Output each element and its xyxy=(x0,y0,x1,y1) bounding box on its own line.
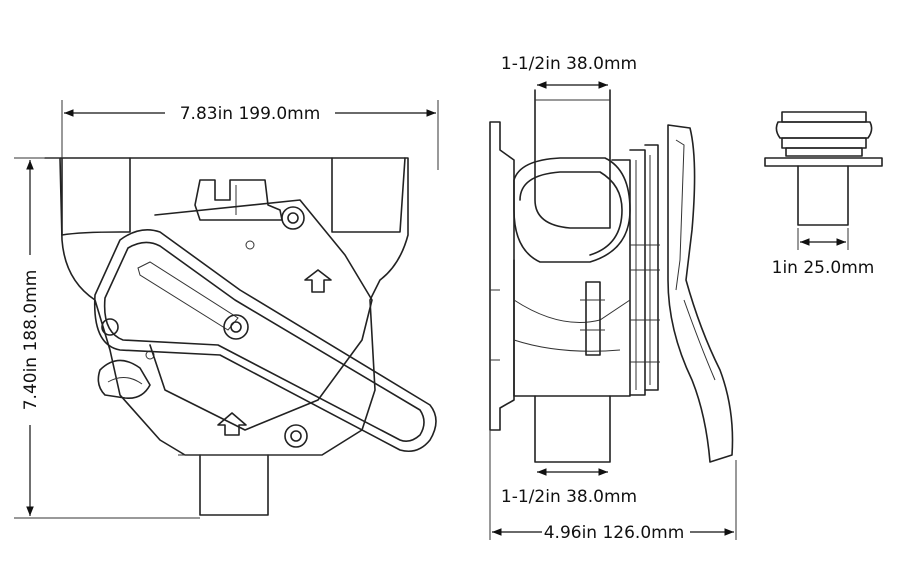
front-height-dimension: 7.40in 188.0mm xyxy=(14,157,200,519)
side-depth-dimension: 4.96in 126.0mm xyxy=(489,430,737,543)
front-width-dimension: 7.83in 199.0mm xyxy=(61,100,439,170)
top-port-dimension: 1-1/2in 38.0mm xyxy=(501,54,637,89)
front-view xyxy=(44,157,437,516)
overall-width-label: 7.83in 199.0mm xyxy=(180,104,321,124)
small-fitting-view xyxy=(764,111,883,226)
small-port-label: 1in 25.0mm xyxy=(772,258,875,278)
bottom-port-dimension: 1-1/2in 38.0mm xyxy=(501,468,637,507)
top-port-label: 1-1/2in 38.0mm xyxy=(501,54,637,74)
bottom-port-label: 1-1/2in 38.0mm xyxy=(501,487,637,507)
small-port-dimension: 1in 25.0mm xyxy=(772,228,875,278)
overall-height-label: 7.40in 188.0mm xyxy=(21,270,41,411)
side-view xyxy=(489,89,734,463)
side-depth-label: 4.96in 126.0mm xyxy=(544,523,685,543)
